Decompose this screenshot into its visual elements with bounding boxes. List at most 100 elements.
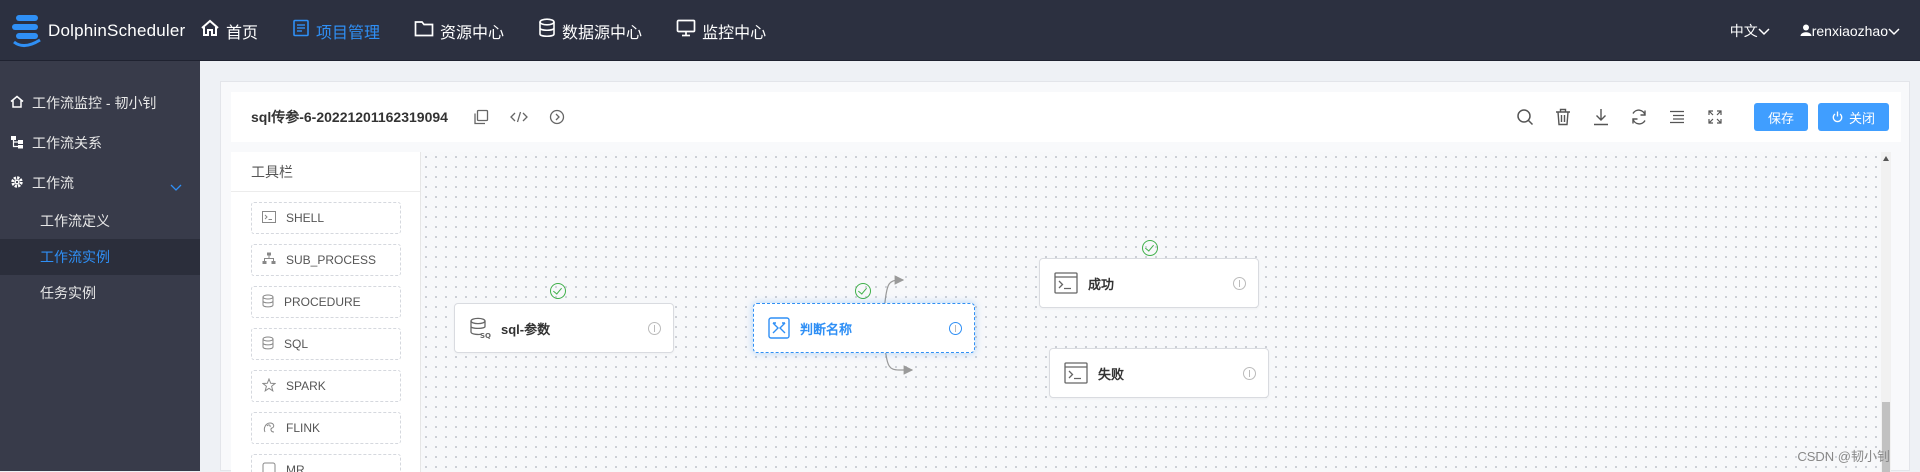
tool-item-procedure[interactable]: PROCEDURE [251, 286, 401, 318]
language-dropdown[interactable]: 中文 [1730, 21, 1770, 41]
nav-monitor[interactable]: 监控中心 [676, 0, 766, 61]
add-circle-icon[interactable] [1233, 277, 1246, 290]
save-button[interactable]: 保存 [1754, 103, 1808, 131]
tool-item-label: PROCEDURE [284, 295, 361, 309]
tool-item-label: SUB_PROCESS [286, 253, 376, 267]
save-button-label: 保存 [1768, 108, 1794, 127]
dag-node-label: 成功 [1088, 274, 1114, 293]
dag-node-sql[interactable]: SQL sql-参数 [454, 303, 674, 353]
nav-label: 资源中心 [440, 19, 504, 43]
code-icon[interactable] [510, 108, 528, 126]
sidebar-subitem-task-instance[interactable]: 任务实例 [0, 275, 200, 311]
mapreduce-icon [262, 462, 286, 472]
top-navbar: DolphinScheduler 首页 项目管理 资源中心 数据源中心 监控中心… [0, 0, 1920, 61]
document-icon [292, 19, 316, 42]
power-icon [1832, 111, 1843, 123]
sidebar-item-label: 工作流监控 - 韧小钊 [32, 93, 156, 113]
shell-icon [1054, 272, 1078, 294]
toolbox-title: 工具栏 [231, 152, 420, 192]
user-name: renxiaozhao [1812, 23, 1888, 39]
user-dropdown[interactable]: renxiaozhao [1800, 23, 1900, 39]
database-icon [262, 294, 284, 311]
dag-toolbar-right: 保存 关闭 [1496, 92, 1889, 142]
fullscreen-icon[interactable] [1706, 108, 1724, 126]
dolphin-logo-icon [10, 12, 44, 50]
home-icon [200, 19, 226, 42]
download-icon[interactable] [1592, 108, 1610, 126]
tool-item-label: SHELL [286, 211, 324, 225]
close-button[interactable]: 关闭 [1818, 103, 1889, 131]
top-right-menu: 中文 renxiaozhao [1700, 0, 1900, 61]
main-content: sql传参-6-20221201162319094 保存 关闭 [200, 61, 1920, 471]
nav-resources[interactable]: 资源中心 [414, 0, 504, 61]
sidebar-subitem-label: 任务实例 [40, 283, 96, 303]
nav-home[interactable]: 首页 [200, 0, 258, 61]
dag-node-fail[interactable]: 失败 [1049, 348, 1269, 398]
refresh-icon[interactable] [1630, 108, 1648, 126]
brand-name: DolphinScheduler [48, 21, 185, 41]
copy-icon[interactable] [472, 108, 490, 126]
tool-item-mr[interactable]: MR [251, 454, 401, 472]
gear-icon [10, 175, 32, 192]
sidebar-subitem-workflow-instance[interactable]: 工作流实例 [0, 239, 200, 275]
tool-item-sql[interactable]: SQL [251, 328, 401, 360]
nav-datasource[interactable]: 数据源中心 [538, 0, 642, 61]
sidebar-subitem-workflow-definition[interactable]: 工作流定义 [0, 203, 200, 239]
status-success-icon [855, 283, 871, 299]
tool-item-shell[interactable]: SHELL [251, 202, 401, 234]
dag-editor: sql传参-6-20221201162319094 保存 关闭 [220, 81, 1910, 471]
sidebar-item-label: 工作流 [32, 173, 74, 193]
terminal-icon [262, 211, 286, 226]
dag-node-switch[interactable]: 判断名称 [753, 303, 975, 353]
tool-item-sub-process[interactable]: SUB_PROCESS [251, 244, 401, 276]
main-nav: 首页 项目管理 资源中心 数据源中心 监控中心 [200, 0, 800, 61]
sidebar-item-workflow-relation[interactable]: 工作流关系 [0, 123, 200, 163]
chevron-down-icon [170, 179, 190, 195]
nav-projects[interactable]: 项目管理 [292, 0, 380, 61]
canvas-scrollbar[interactable] [1881, 152, 1891, 472]
delete-icon[interactable] [1554, 108, 1572, 126]
arrow-circle-right-icon[interactable] [548, 108, 566, 126]
add-circle-icon[interactable] [1243, 367, 1256, 380]
dag-canvas[interactable]: SQL sql-参数 判断名称 成功 失败 [421, 152, 1891, 472]
sidebar-item-workflow[interactable]: 工作流 [0, 163, 200, 203]
close-button-label: 关闭 [1849, 108, 1875, 127]
shell-icon [1064, 362, 1088, 384]
dag-node-label: sql-参数 [501, 319, 550, 338]
logo[interactable]: DolphinScheduler [10, 10, 185, 52]
squirrel-icon [262, 420, 286, 437]
nav-label: 项目管理 [316, 19, 380, 43]
tool-item-label: SQL [284, 337, 308, 351]
sidebar-subitem-label: 工作流实例 [40, 247, 110, 267]
scroll-up-icon[interactable] [1883, 156, 1889, 161]
dag-node-success[interactable]: 成功 [1039, 258, 1259, 308]
status-success-icon [550, 283, 566, 299]
sql-icon: SQL [469, 317, 491, 339]
search-icon[interactable] [1516, 108, 1534, 126]
task-toolbox: 工具栏 SHELL SUB_PROCESS PROCEDURE SQL SPAR… [231, 152, 421, 472]
hierarchy-icon [262, 252, 286, 268]
tool-item-flink[interactable]: FLINK [251, 412, 401, 444]
tool-item-label: FLINK [286, 421, 320, 435]
sidebar-item-workflow-monitor[interactable]: 工作流监控 - 韧小钊 [0, 83, 200, 123]
nav-label: 首页 [226, 19, 258, 43]
nav-label: 监控中心 [702, 19, 766, 43]
monitor-icon [676, 19, 702, 42]
svg-text:SQL: SQL [480, 332, 491, 339]
sidebar: 工作流监控 - 韧小钊 工作流关系 工作流 工作流定义 工作流实例 任务实例 [0, 61, 200, 471]
tool-item-spark[interactable]: SPARK [251, 370, 401, 402]
folder-icon [414, 20, 440, 42]
star-icon [262, 378, 286, 395]
watermark: CSDN @韧小钊 [1797, 446, 1890, 465]
dag-toolbar: sql传参-6-20221201162319094 保存 关闭 [231, 92, 1901, 142]
dag-node-label: 判断名称 [800, 319, 852, 338]
add-circle-icon[interactable] [949, 322, 962, 335]
home-icon [10, 95, 32, 111]
database-icon [538, 18, 562, 43]
format-icon[interactable] [1668, 108, 1686, 126]
switch-icon [768, 317, 790, 339]
add-circle-icon[interactable] [648, 322, 661, 335]
tool-item-label: SPARK [286, 379, 326, 393]
sidebar-subitem-label: 工作流定义 [40, 211, 110, 231]
dag-node-label: 失败 [1098, 364, 1124, 383]
